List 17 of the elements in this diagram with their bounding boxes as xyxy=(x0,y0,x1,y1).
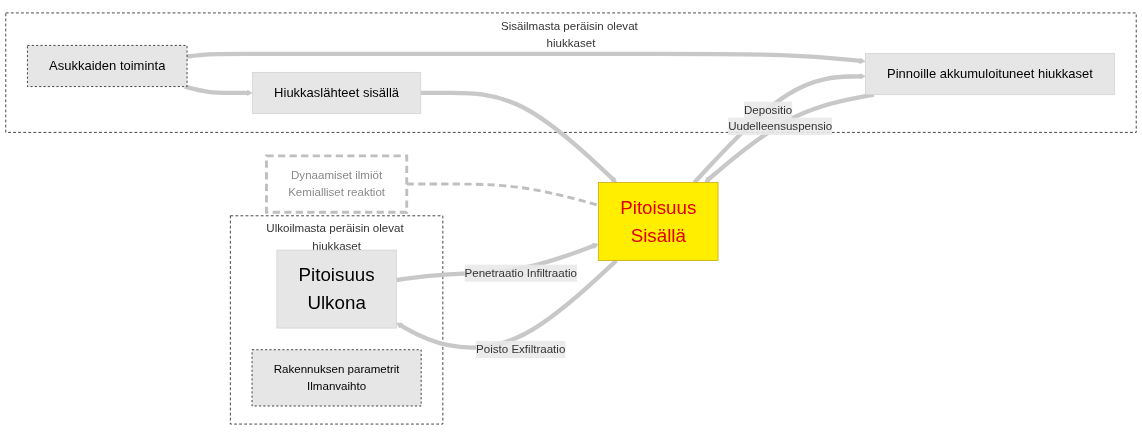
edge-label: Poisto Exfiltraatio xyxy=(476,342,566,356)
edge-label: Depositio xyxy=(744,103,793,117)
node-box: Asukkaiden toiminta xyxy=(27,45,188,87)
edge-label: Uudelleensuspensio xyxy=(728,119,833,133)
node-box: Rakennuksen parametrit Ilmanvaihto xyxy=(251,349,422,407)
arrow xyxy=(396,242,599,283)
connector xyxy=(406,182,599,207)
edge-label: Penetraatio Infiltraatio xyxy=(464,266,577,279)
arrow xyxy=(186,51,866,64)
node-box: Hiukkaslähteet sisällä xyxy=(252,71,422,114)
node-box: Pinnoille akkumuloituneet hiukkaset xyxy=(865,53,1115,96)
arrow xyxy=(184,84,253,97)
arrow xyxy=(704,92,875,183)
node-box: Pitoisuus Sisällä xyxy=(598,182,719,261)
arrow xyxy=(420,90,617,183)
node-box: Pitoisuus Ulkona xyxy=(276,249,397,329)
node-box: Dynaamiset ilmiöt Kemialliset reaktiot xyxy=(265,154,409,214)
